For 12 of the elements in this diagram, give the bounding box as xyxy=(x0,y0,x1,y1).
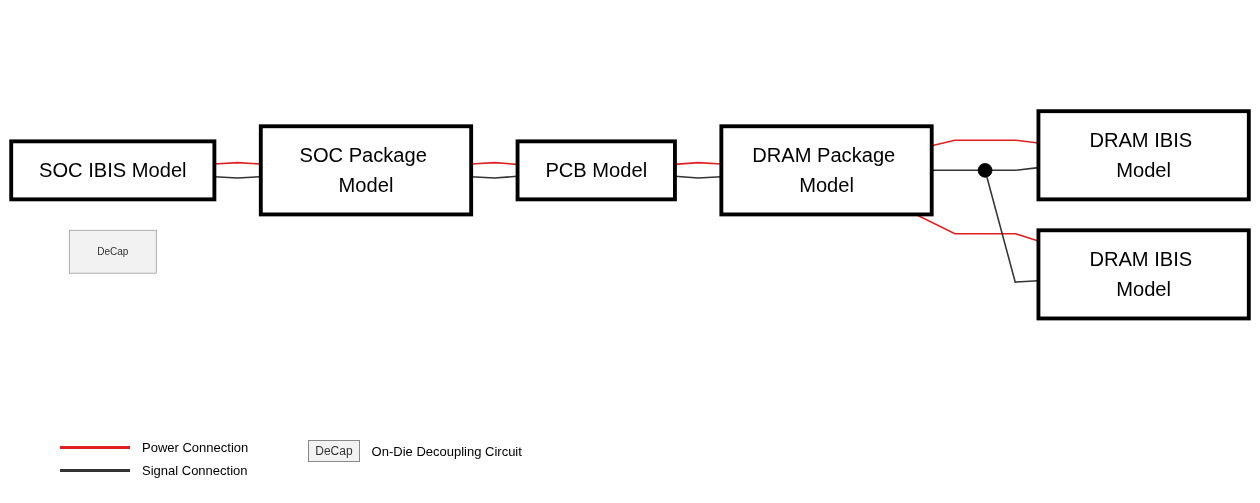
node-box: DeCap xyxy=(68,230,157,274)
node-box: DRAM IBIS Model xyxy=(1036,228,1251,321)
legend-text: Power Connection xyxy=(142,440,249,455)
node-box: SOC Package Model xyxy=(258,124,474,217)
legend-box-sample: DeCap xyxy=(308,440,360,462)
node-box: SOC IBIS Model xyxy=(9,139,217,202)
node-box: DRAM Package Model xyxy=(719,124,934,217)
node-circle xyxy=(977,163,993,178)
legend-text: Signal Connection xyxy=(142,463,248,478)
node-box: DRAM IBIS Model xyxy=(1036,109,1251,202)
legend-text: On-Die Decoupling Circuit xyxy=(371,443,522,459)
node-box: PCB Model xyxy=(515,139,677,202)
